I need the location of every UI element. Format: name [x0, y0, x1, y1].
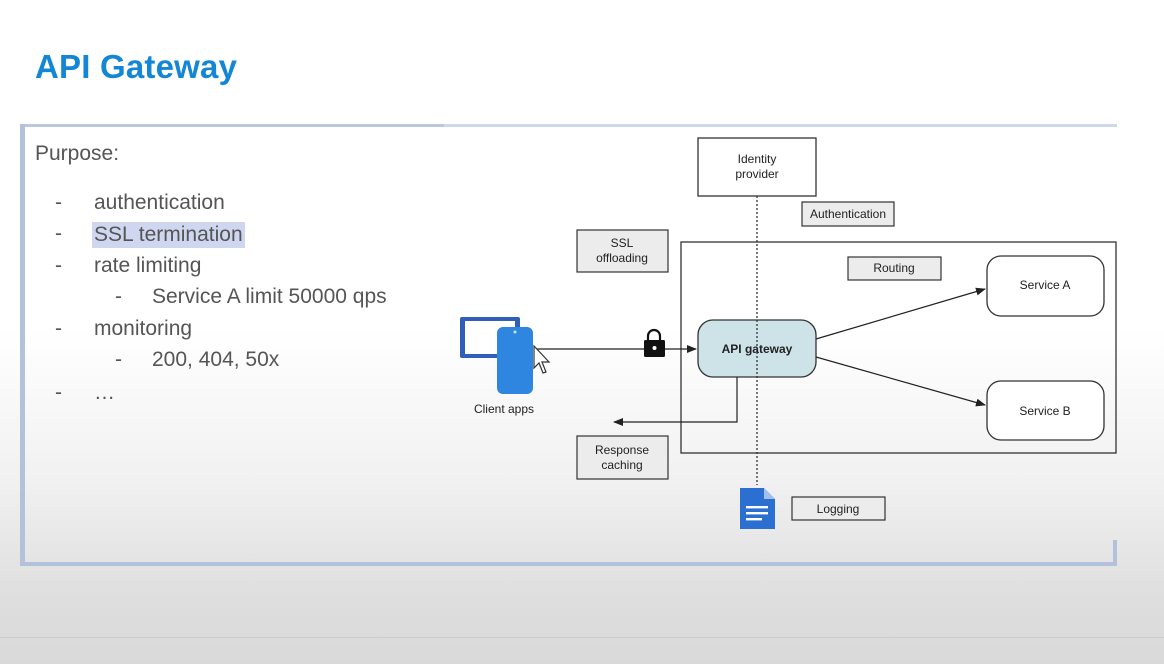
bullet-dash: -	[55, 317, 62, 340]
authentication-label: Authentication	[810, 207, 886, 221]
client-devices-icon	[460, 317, 533, 394]
bullet-authentication: authentication	[94, 191, 225, 214]
ssl-offloading-box: SSL offloading	[576, 229, 669, 273]
identity-provider-box: Identity provider	[697, 137, 817, 197]
route-arrow-service-b	[815, 356, 986, 407]
bullet-dash: -	[55, 191, 62, 214]
logging-box: Logging	[791, 496, 886, 521]
document-icon	[740, 488, 775, 529]
service-b-box: Service B	[986, 380, 1105, 441]
gateway-boundary	[680, 241, 1117, 454]
response-caching-arrow	[613, 377, 738, 426]
routing-box: Routing	[847, 256, 942, 281]
purpose-label: Purpose:	[35, 142, 120, 165]
bullet-dash: -	[55, 254, 62, 277]
sub-bullet-dash: -	[115, 348, 122, 371]
service-a-label: Service A	[1020, 278, 1071, 292]
footer-divider	[0, 637, 1164, 638]
frame-border-right	[1113, 540, 1117, 566]
bullet-rate-limiting: rate limiting	[94, 254, 202, 277]
identity-provider-label: provider	[735, 167, 778, 181]
sub-bullet-service-limit: Service A limit 50000 qps	[152, 285, 387, 308]
frame-border-top	[20, 124, 444, 127]
bullet-dash: -	[55, 222, 62, 245]
service-b-label: Service B	[1019, 404, 1070, 418]
bullet-monitoring: monitoring	[94, 317, 193, 340]
bullet-dash: -	[55, 381, 62, 404]
ssl-offloading-label: SSL	[611, 236, 634, 250]
logging-label: Logging	[817, 502, 860, 516]
response-caching-label: Response	[595, 443, 649, 457]
route-arrow-service-a	[815, 287, 986, 340]
routing-label: Routing	[873, 261, 914, 275]
frame-border-top-right	[444, 124, 1117, 127]
service-a-box: Service A	[986, 255, 1105, 317]
sub-bullet-status-codes: 200, 404, 50x	[152, 348, 280, 371]
cursor-icon	[533, 344, 551, 374]
frame-border-left	[20, 124, 25, 566]
authentication-box: Authentication	[801, 201, 895, 227]
sub-bullet-dash: -	[115, 285, 122, 308]
slide-title: API Gateway	[35, 48, 238, 85]
lock-icon	[644, 328, 665, 357]
response-caching-label: caching	[601, 458, 642, 472]
client-apps-label: Client apps	[474, 402, 534, 416]
bullet-ssl-termination: SSL termination	[92, 222, 245, 248]
identity-provider-label: Identity	[738, 152, 777, 166]
bullet-ellipsis: …	[94, 381, 115, 404]
ssl-offloading-label: offloading	[596, 251, 648, 265]
frame-border-bottom	[20, 562, 1117, 566]
response-caching-box: Response caching	[576, 435, 669, 480]
